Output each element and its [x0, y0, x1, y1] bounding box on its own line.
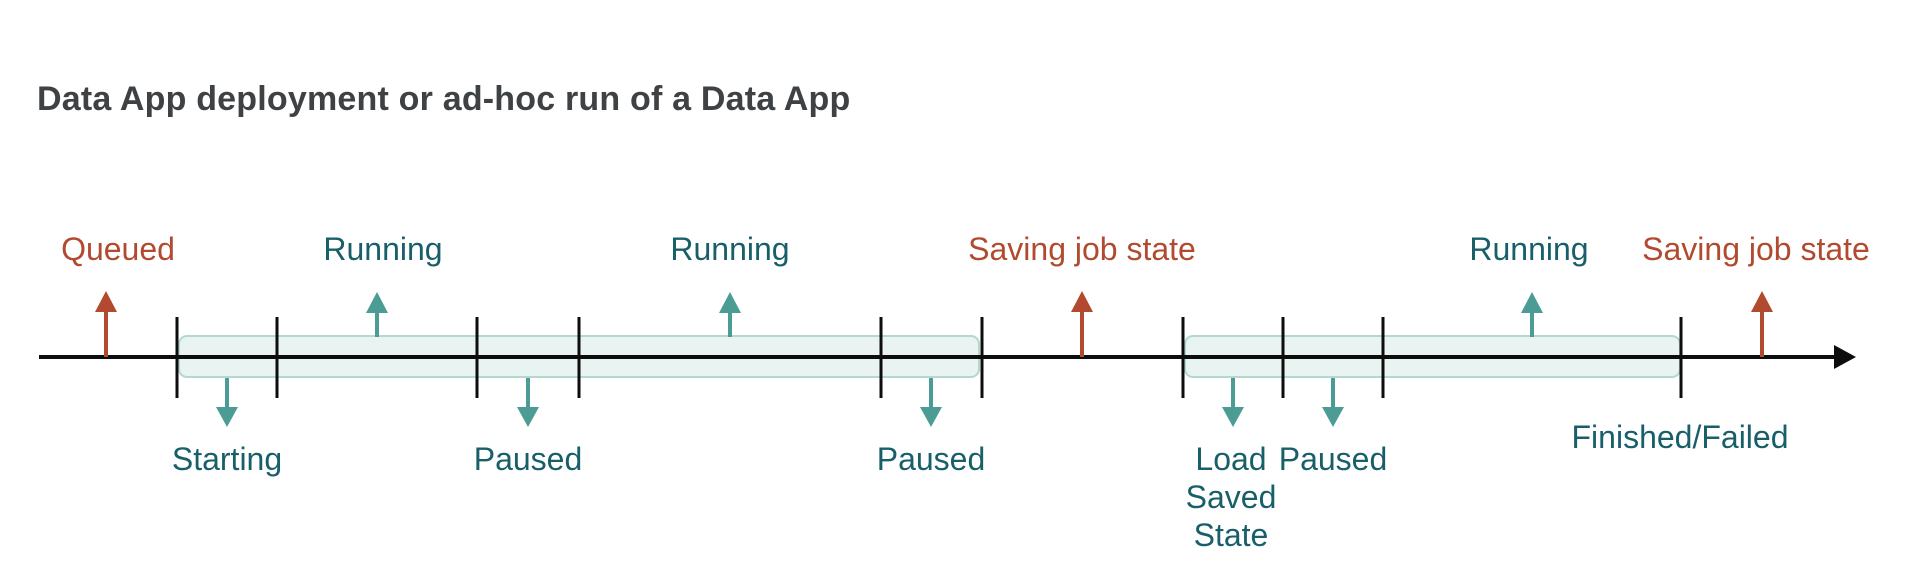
timeline-tick [1281, 317, 1285, 398]
timeline-tick [879, 317, 883, 398]
finished-failed-label: Finished/Failed [1571, 419, 1789, 455]
saving-job-state-1-label: Saving job state [968, 231, 1196, 267]
timeline-tick [275, 317, 279, 398]
running-2-label: Running [670, 231, 790, 267]
page-title: Data App deployment or ad-hoc run of a D… [37, 80, 851, 118]
running-3-arrow-shaft [1530, 313, 1534, 337]
timeline-tick [175, 317, 179, 398]
timeline-tick [980, 317, 984, 398]
running-1-label: Running [323, 231, 443, 267]
starting-arrow-shaft [225, 378, 229, 407]
timeline-tick [577, 317, 581, 398]
timeline-tick [1181, 317, 1185, 398]
running-1-arrow-icon [366, 292, 388, 313]
queued-arrow-icon [95, 291, 117, 312]
saving-job-state-1-arrow-shaft [1080, 312, 1084, 357]
running-2-arrow-shaft [728, 313, 732, 337]
saving-job-state-2-arrow-shaft [1760, 312, 1764, 357]
paused-3-arrow-shaft [1331, 378, 1335, 407]
paused-1-label: Paused [473, 441, 583, 477]
paused-1-arrow-shaft [526, 378, 530, 407]
paused-2-label: Paused [876, 441, 986, 477]
load-saved-state-label-line: State [1193, 517, 1269, 553]
paused-3-label: Paused [1278, 441, 1388, 477]
saving-job-state-2-label: Saving job state [1642, 231, 1870, 267]
timeline-tick [1679, 317, 1683, 398]
queued-label: Queued [61, 231, 175, 267]
load-saved-state-arrow-shaft [1231, 378, 1235, 407]
load-saved-state-label-line: Saved [1185, 479, 1277, 515]
load-saved-state-arrow-icon [1222, 407, 1244, 427]
running-1-arrow-shaft [375, 313, 379, 337]
running-2-arrow-icon [719, 292, 741, 313]
paused-2-arrow-shaft [929, 378, 933, 407]
starting-label: Starting [171, 441, 283, 477]
paused-1-arrow-icon [517, 407, 539, 427]
running-3-arrow-icon [1521, 292, 1543, 313]
queued-arrow-shaft [104, 312, 108, 357]
timeline-tick [1381, 317, 1385, 398]
paused-3-arrow-icon [1322, 407, 1344, 427]
saving-job-state-2-arrow-icon [1751, 291, 1773, 312]
load-saved-state-label-line: Load [1195, 441, 1267, 477]
saving-job-state-1-arrow-icon [1071, 291, 1093, 312]
timeline-axis-arrowhead [1834, 345, 1856, 369]
running-3-label: Running [1469, 231, 1589, 267]
starting-arrow-icon [216, 407, 238, 427]
timeline-axis [39, 355, 1834, 359]
timeline-tick [475, 317, 479, 398]
paused-2-arrow-icon [920, 407, 942, 427]
